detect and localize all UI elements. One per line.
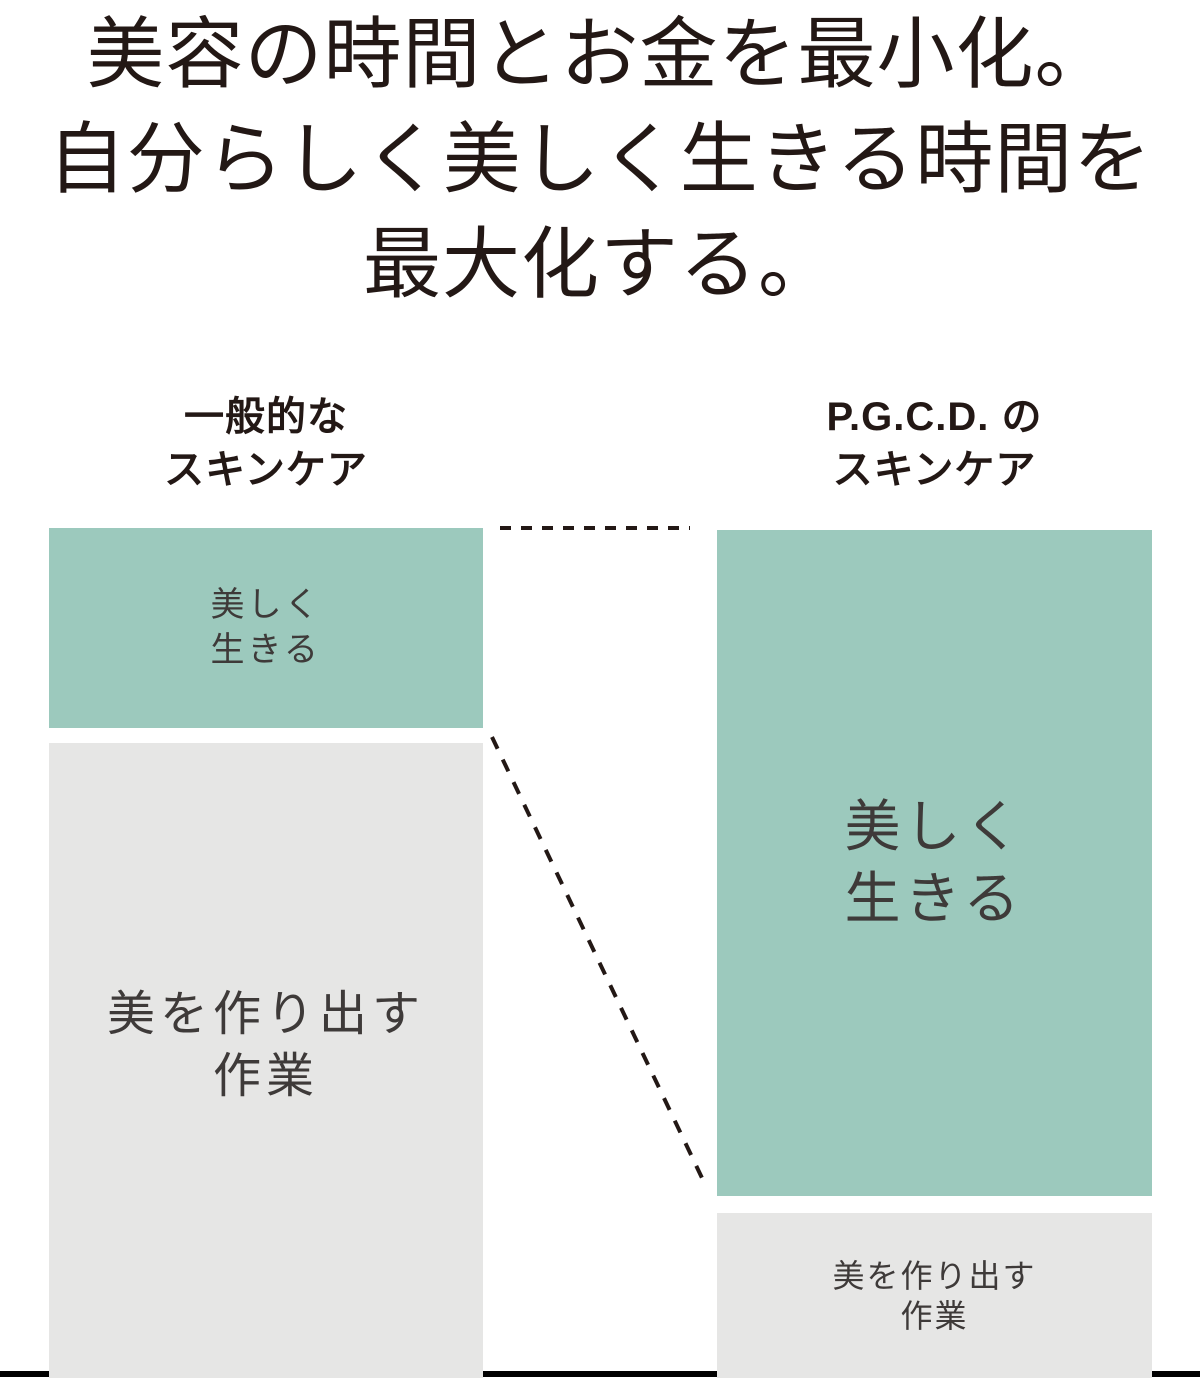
left-beauty-work-box: 美を作り出す 作業 bbox=[49, 743, 483, 1378]
right-beauty-living-box: 美しく 生きる bbox=[717, 530, 1152, 1196]
right-column-header: P.G.C.D. の スキンケア bbox=[826, 395, 1043, 492]
left-beauty-work-label: 美を作り出す 作業 bbox=[106, 987, 425, 1103]
left-beauty-living-box: 美しく 生きる bbox=[49, 528, 483, 728]
bottom-divider-bar bbox=[0, 1371, 1200, 1377]
headline: 美容の時間とお金を最小化。 自分らしく美しく生きる時間を 最大化する。 bbox=[47, 10, 1153, 308]
left-beauty-living-label: 美しく 生きる bbox=[210, 586, 322, 669]
right-beauty-work-label: 美を作り出す 作業 bbox=[832, 1257, 1037, 1334]
left-column-header: 一般的な スキンケア bbox=[164, 395, 368, 492]
diagonal-dashed-connector bbox=[490, 736, 705, 1181]
right-beauty-living-label: 美しく 生きる bbox=[844, 795, 1025, 930]
right-beauty-work-box: 美を作り出す 作業 bbox=[717, 1213, 1152, 1378]
